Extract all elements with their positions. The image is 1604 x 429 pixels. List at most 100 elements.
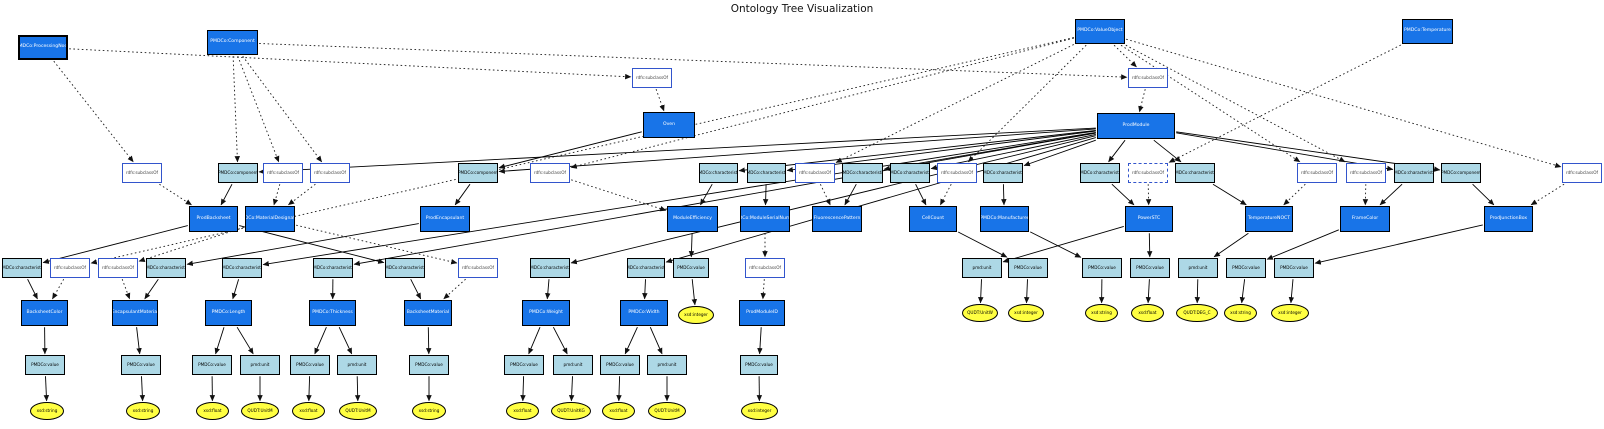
node-sB[interactable]: rdfs:subclassOf — [1128, 68, 1168, 88]
node-u3[interactable]: pmd:unit — [553, 355, 593, 375]
node-r6[interactable]: PMDCo:value — [1226, 258, 1266, 278]
node-sG[interactable]: rdfs:subclassOf — [795, 163, 835, 183]
node-p9[interactable]: PMDCo:characteristic — [1175, 163, 1215, 183]
node-modid[interactable]: ProdModuleID — [739, 300, 785, 326]
node-sA[interactable]: rdfs:subclassOf — [632, 68, 672, 88]
node-modeff[interactable]: ModuleEfficiency — [667, 206, 718, 232]
node-sJ[interactable]: rdfs:subclassOf — [1297, 163, 1337, 183]
node-proc[interactable]: PMDCo:ProcessingNode — [18, 35, 68, 60]
node-v6[interactable]: PMDCo:value — [504, 355, 544, 375]
node-r1[interactable]: pmd:unit — [962, 258, 1002, 278]
node-temp[interactable]: PMDCo:Temperature — [1402, 19, 1453, 44]
node-p3[interactable]: PMDCo:characteristic — [699, 163, 738, 183]
node-p1[interactable]: PMDCo:component — [218, 163, 258, 183]
node-q8[interactable]: PMDCo:value — [673, 258, 709, 278]
node-e19[interactable]: xsd:string — [1224, 304, 1257, 322]
node-length[interactable]: PMDCo:Length — [205, 300, 252, 326]
node-q5[interactable]: PMDCo:characteristic — [385, 258, 425, 278]
node-sD[interactable]: rdfs:subclassOf — [263, 163, 303, 183]
node-v2[interactable]: PMDCo:value — [121, 355, 161, 375]
node-v3[interactable]: PMDCo:value — [192, 355, 232, 375]
node-e9[interactable]: QUDT:UnitKG — [551, 402, 591, 420]
node-e17[interactable]: xsd:float — [1131, 304, 1164, 322]
node-e5[interactable]: xsd:float — [292, 402, 325, 420]
node-p7[interactable]: PMDCo:characteristic — [983, 163, 1023, 183]
node-q4[interactable]: PMDCo:characteristic — [313, 258, 353, 278]
node-comp[interactable]: PMDCo:Component — [207, 30, 258, 55]
node-e16[interactable]: xsd:string — [1085, 304, 1118, 322]
node-sC[interactable]: rdfs:subclassOf — [122, 163, 162, 183]
node-sF[interactable]: rdfs:subclassOf — [530, 163, 570, 183]
node-framecolor[interactable]: FrameColor — [1340, 206, 1390, 232]
node-jbox[interactable]: ProdJunctionBox — [1484, 206, 1533, 232]
node-q6[interactable]: PMDCo:characteristic — [530, 258, 570, 278]
node-cellcount[interactable]: CellCount — [909, 206, 957, 232]
node-r5[interactable]: pmd:unit — [1178, 258, 1218, 278]
node-vobj[interactable]: PMDCo:ValueObject — [1075, 19, 1125, 44]
node-fluor[interactable]: FluorescencePattern — [812, 206, 862, 232]
node-backsheet[interactable]: ProdBacksheet — [189, 206, 238, 232]
node-v1[interactable]: PMDCo:value — [25, 355, 65, 375]
node-serial[interactable]: PMDCo:ModuleSerialNumber — [740, 206, 790, 232]
node-e14[interactable]: QUDT:UnitW — [962, 304, 998, 322]
node-thick[interactable]: PMDCo:Thickness — [309, 300, 356, 326]
node-sL[interactable]: rdfs:subclassOf — [1562, 163, 1602, 183]
node-r4[interactable]: PMDCo:value — [1130, 258, 1170, 278]
node-pmod[interactable]: ProdModule — [1097, 113, 1175, 139]
node-e6[interactable]: QUDT:UnitM — [339, 402, 377, 420]
node-p5[interactable]: PMDCo:characteristic — [842, 163, 883, 183]
node-q7[interactable]: PMDCo:characteristic — [627, 258, 665, 278]
node-e13[interactable]: xsd:integer — [678, 306, 714, 324]
node-sH[interactable]: rdfs:subclassOf — [937, 163, 977, 183]
node-noct[interactable]: TemperatureNOCT — [1245, 206, 1293, 232]
node-e8[interactable]: xsd:float — [506, 402, 539, 420]
node-r2[interactable]: PMDCo:value — [1008, 258, 1048, 278]
node-p8[interactable]: PMDCo:characteristic — [1080, 163, 1120, 183]
node-q2[interactable]: PMDCo:characteristic — [146, 258, 186, 278]
node-e1[interactable]: xsd:string — [30, 402, 64, 420]
node-e7[interactable]: xsd:string — [412, 402, 446, 420]
node-p11[interactable]: PMDCo:component — [1441, 163, 1481, 183]
node-r3[interactable]: PMDCo:value — [1082, 258, 1122, 278]
node-u2[interactable]: pmd:unit — [337, 355, 377, 375]
node-width[interactable]: PMDCo:Width — [620, 300, 668, 326]
node-e20[interactable]: xsd:integer — [1271, 304, 1309, 322]
node-v5[interactable]: PMDCo:value — [409, 355, 449, 375]
node-v8[interactable]: PMDCo:value — [740, 355, 778, 375]
node-weight[interactable]: PMDCo:Weight — [522, 300, 570, 326]
node-r7[interactable]: PMDCo:value — [1274, 258, 1314, 278]
node-e4[interactable]: QUDT:UnitM — [241, 402, 279, 420]
node-bscolor[interactable]: BacksheetColor — [21, 300, 68, 326]
node-oven[interactable]: Oven — [643, 112, 695, 138]
node-e12[interactable]: xsd:integer — [741, 402, 778, 420]
node-e2[interactable]: xsd:string — [126, 402, 160, 420]
node-w2[interactable]: rdfs:subclassOf — [98, 258, 138, 278]
node-u1[interactable]: pmd:unit — [240, 355, 280, 375]
node-w4[interactable]: rdfs:subclassOf — [745, 258, 785, 278]
node-powerstc[interactable]: PowerSTC — [1125, 206, 1173, 232]
node-w1[interactable]: rdfs:subclassOf — [50, 258, 90, 278]
node-sE[interactable]: rdfs:subclassOf — [310, 163, 350, 183]
node-e15[interactable]: xsd:integer — [1008, 304, 1044, 322]
node-u4[interactable]: pmd:unit — [647, 355, 687, 375]
node-sK[interactable]: rdfs:subclassOf — [1346, 163, 1386, 183]
node-bsmat[interactable]: BacksheetMaterial — [404, 300, 452, 326]
node-p4[interactable]: PMDCo:characteristic — [747, 163, 786, 183]
node-p10[interactable]: PMDCo:characteristic — [1394, 163, 1434, 183]
node-e3[interactable]: xsd:float — [196, 402, 229, 420]
node-w3[interactable]: rdfs:subclassOf — [458, 258, 498, 278]
node-manuf[interactable]: PMDCo:Manufacturer — [980, 206, 1029, 232]
node-e18[interactable]: QUDT:DEG_C — [1176, 304, 1218, 322]
node-p2[interactable]: PMDCo:component — [458, 163, 498, 183]
node-matdes[interactable]: PMDCo:MaterialDesignation — [245, 206, 295, 232]
node-e10[interactable]: xsd:float — [602, 402, 635, 420]
node-v4[interactable]: PMDCo:value — [290, 355, 330, 375]
node-encap[interactable]: ProdEncapsulant — [420, 206, 470, 232]
node-sI[interactable]: rdfs:subclassOf — [1128, 163, 1168, 183]
node-p6[interactable]: PMDCo:characteristic — [890, 163, 930, 183]
node-v7[interactable]: PMDCo:value — [600, 355, 640, 375]
node-e11[interactable]: QUDT:UnitM — [648, 402, 686, 420]
node-q1[interactable]: PMDCo:characteristic — [2, 258, 42, 278]
node-q3[interactable]: PMDCo:characteristic — [222, 258, 262, 278]
node-encmat[interactable]: EncapsulantMaterial — [112, 300, 158, 326]
